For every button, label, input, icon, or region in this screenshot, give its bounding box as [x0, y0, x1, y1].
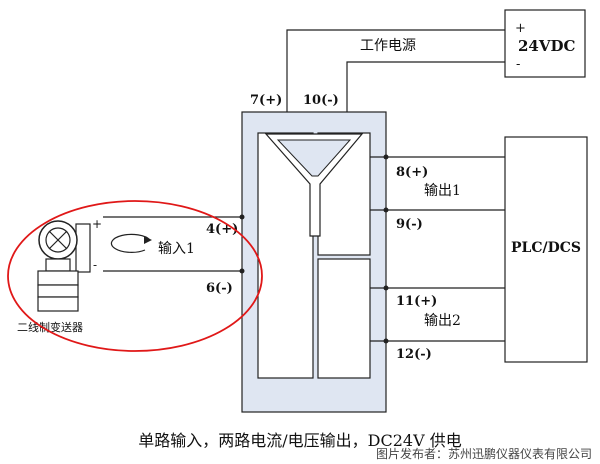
power-wire-negative — [346, 61, 505, 112]
power-wire-positive — [286, 29, 505, 112]
terminal-dot-8 — [383, 154, 389, 160]
terminal-10-label: 10(-) — [303, 93, 339, 108]
terminal-12-label: 12(-) — [396, 347, 432, 362]
current-loop-arrow — [110, 233, 151, 253]
input-label: 输入1 — [158, 241, 195, 257]
terminal-dot-9 — [383, 207, 389, 213]
diagram-caption: 单路输入，两路电流/电压输出，DC24V 供电 — [138, 431, 461, 450]
power-plus-sign: + — [515, 21, 526, 36]
terminal-8-label: 8(+) — [396, 165, 428, 180]
plc-label: PLC/DCS — [511, 240, 581, 256]
terminal-6-label: 6(-) — [206, 281, 233, 296]
output2-label: 输出2 — [424, 313, 461, 329]
terminal-dot-12 — [383, 338, 389, 344]
power-minus-sign: - — [516, 57, 520, 72]
power-supply-label: 24VDC — [518, 37, 576, 55]
power-supply-box — [504, 9, 586, 78]
splitter-symbol — [264, 133, 364, 237]
transmitter-icon — [37, 220, 91, 312]
input-minus-sign: - — [93, 258, 97, 272]
terminal-11-label: 11(+) — [396, 294, 437, 309]
transmitter-label: 二线制变送器 — [17, 320, 83, 334]
plc-box — [504, 136, 588, 363]
terminal-dot-11 — [383, 285, 389, 291]
terminal-7-label: 7(+) — [250, 93, 282, 108]
highlight-ellipse — [7, 200, 263, 352]
output2-panel — [317, 258, 371, 379]
watermark: 图片发布者：苏州迅鹏仪器仪表有限公司 — [376, 446, 592, 461]
terminal-9-label: 9(-) — [396, 217, 423, 232]
power-label: 工作电源 — [360, 38, 416, 54]
input-plus-sign: + — [92, 217, 102, 231]
output1-label: 输出1 — [424, 183, 461, 199]
splitter-inner — [276, 139, 352, 177]
current-loop-arrowhead — [144, 236, 152, 244]
